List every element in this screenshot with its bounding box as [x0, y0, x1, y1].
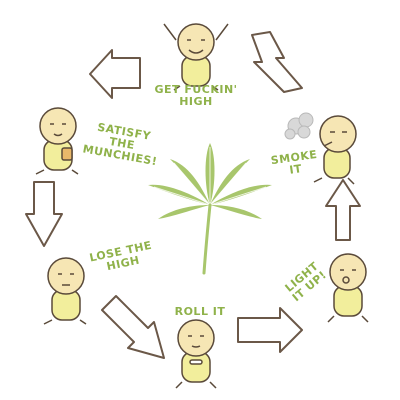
cycle-arrow-icon — [251, 31, 303, 93]
cartoon-person-icon — [327, 253, 369, 323]
cartoon-person-icon — [43, 257, 87, 325]
step-label-get-high: GET FUCKIN' HIGH — [154, 83, 238, 108]
cannabis-leaf-icon — [148, 143, 272, 275]
cycle-arrow-icon — [325, 179, 361, 241]
cartoon-person-icon — [163, 23, 229, 91]
smoke-cloud-icon — [284, 112, 314, 140]
cartoon-person-icon — [35, 107, 79, 175]
cycle-arrow-icon — [25, 181, 63, 247]
cycle-arrow-icon — [237, 307, 303, 353]
cycle-arrow-icon — [89, 49, 141, 99]
cycle-arrow-icon — [101, 295, 165, 359]
step-label-roll-it: ROLL IT — [174, 305, 226, 318]
cartoon-person-icon — [175, 319, 217, 389]
cartoon-person-icon — [313, 115, 357, 185]
